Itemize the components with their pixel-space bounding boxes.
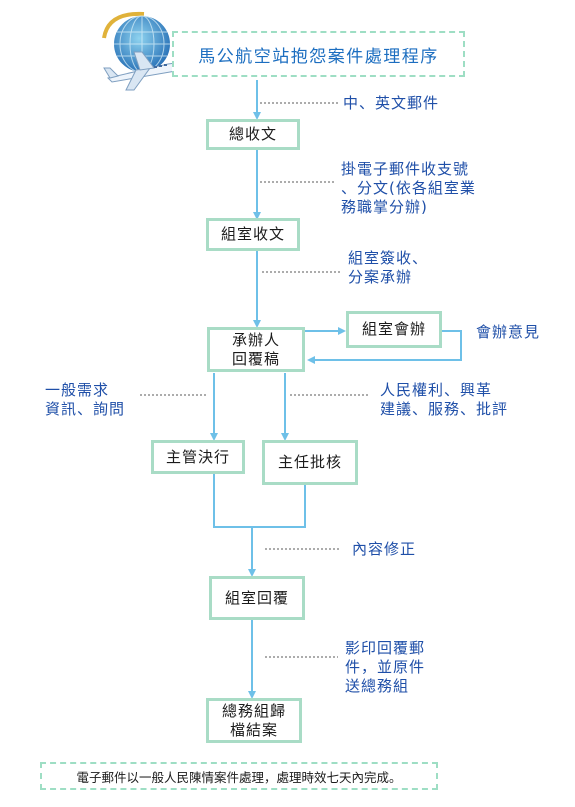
note-unit-sign: 組室簽收、 分案承辦 [348,249,429,286]
box-unit-receipt: 組室收文 [206,218,300,251]
box-supervisor-decision: 主管決行 [151,440,245,474]
note-general-inquiry: 一般需求 資訊、詢問 [45,381,126,418]
note-consult-opinion: 會辦意見 [476,323,541,341]
note-rights-suggestions: 人民權利、興革 建議、服務、批評 [380,381,509,418]
note-assign-number: 掛電子郵件收支號 、分文(依各組室業 務職掌分辦) [341,160,476,216]
box-general-receipt: 總收文 [206,119,300,150]
note-copy-reply: 影印回覆郵 件，並原件 送總務組 [345,639,426,695]
box-handler-draft: 承辦人 回覆稿 [207,327,305,372]
page-title: 馬公航空站抱怨案件處理程序 [172,31,465,77]
box-unit-reply: 組室回覆 [209,576,305,620]
note-content-revision: 內容修正 [352,540,417,558]
box-unit-consult: 組室會辦 [346,311,442,348]
globe-airplane-icon [102,11,183,91]
footer-note: 電子郵件以一般人民陳情案件處理，處理時效七天內完成。 [40,762,438,790]
note-email-langs: 中、英文郵件 [343,94,440,112]
arrow-consult-to-handler [307,330,462,364]
line-supervisor-merge [213,473,252,528]
line-director-merge [252,485,306,528]
box-director-approval: 主任批核 [262,440,358,485]
box-archive: 總務組歸 檔結案 [206,698,302,743]
